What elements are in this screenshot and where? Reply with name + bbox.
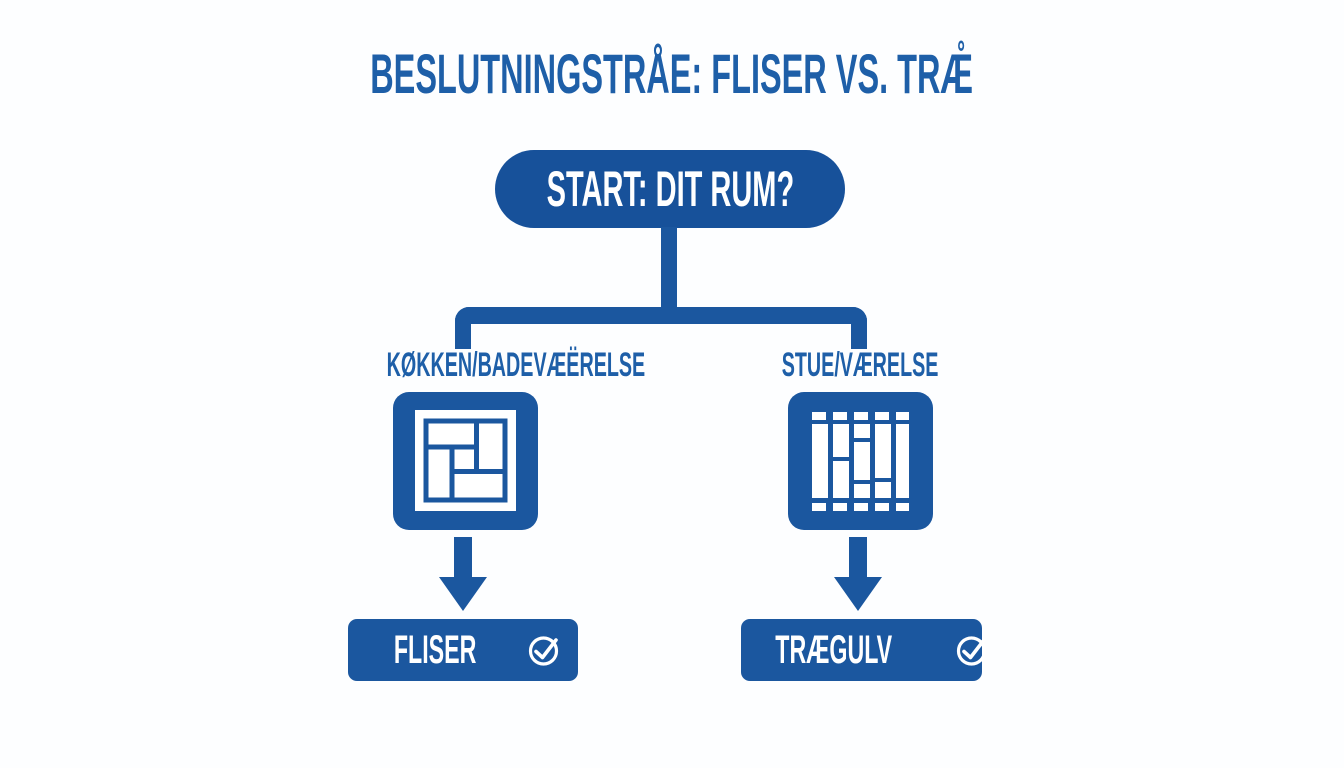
branch-right-label: STUE/VÆRELSE [781, 346, 939, 384]
page-title: BESLUTNINGSTRÅE: FLISER VS. TRÆ̊ [0, 44, 1344, 104]
check-circle-icon [529, 636, 559, 666]
start-node-label: START: DIT RUM? [546, 161, 794, 217]
tile-floor-icon [393, 392, 538, 530]
wood-plank-floor-icon [788, 392, 933, 530]
start-node: START: DIT RUM? [495, 150, 845, 228]
result-node-traegulv: TRÆGULV [741, 619, 987, 681]
result-label: FLISER [393, 627, 477, 672]
down-arrow-icon [834, 537, 882, 611]
down-arrow-icon [439, 537, 487, 611]
page-title-text: BESLUTNINGSTRÅE: FLISER VS. TRÆ̊ [370, 42, 974, 105]
connector-stem [661, 227, 677, 311]
check-circle-icon [957, 636, 987, 666]
result-node-fliser: FLISER [348, 619, 578, 681]
result-label: TRÆGULV [775, 627, 892, 672]
branch-left-label: KØKKEN/BADEVÆËRELSE [386, 346, 646, 384]
connector-branch-bracket [455, 307, 867, 349]
